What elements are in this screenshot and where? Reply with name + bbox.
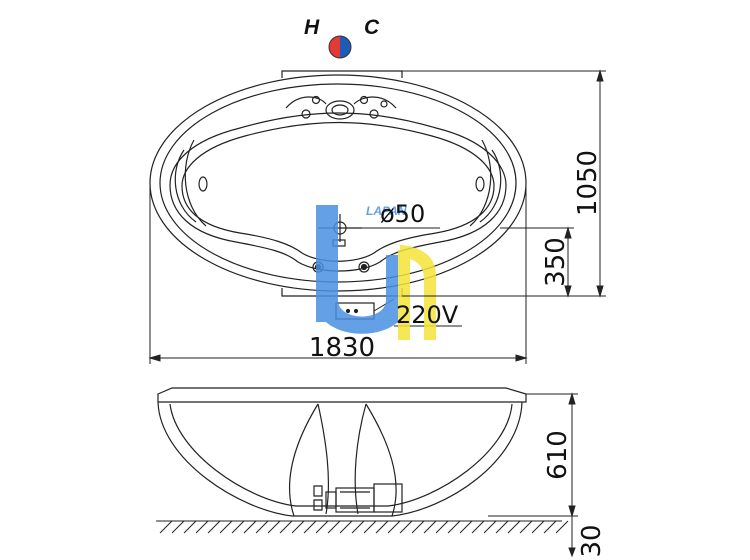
power-label: 220V bbox=[396, 301, 459, 329]
hatch-stroke bbox=[171, 520, 185, 534]
drain-offset-label: 350 bbox=[541, 237, 571, 287]
hatch-stroke bbox=[315, 520, 329, 534]
valve-outline bbox=[328, 35, 352, 59]
tub-inner-line bbox=[169, 403, 513, 507]
box-dot-2 bbox=[353, 308, 359, 314]
watermark-logo: LAPAN bbox=[316, 204, 436, 340]
hatch-stroke bbox=[279, 520, 293, 534]
hatch-stroke bbox=[255, 520, 269, 534]
side-dimensions bbox=[488, 392, 578, 558]
hot-label: H bbox=[304, 16, 320, 39]
hot-half-icon bbox=[329, 36, 340, 58]
jet-right bbox=[475, 176, 485, 192]
hatch-stroke bbox=[543, 520, 557, 534]
width-label: 1050 bbox=[573, 150, 603, 216]
cold-label: C bbox=[364, 16, 380, 39]
hatch-stroke bbox=[327, 520, 341, 534]
control-knob-2 bbox=[311, 95, 321, 105]
hatch-stroke bbox=[219, 520, 233, 534]
headrest-control bbox=[325, 100, 355, 120]
hatch-stroke bbox=[303, 520, 317, 534]
hatch-stroke bbox=[411, 520, 425, 534]
left-armrest-2 bbox=[184, 139, 207, 227]
hatch-stroke bbox=[291, 520, 305, 534]
cold-half-icon bbox=[340, 36, 351, 58]
control-knob-1 bbox=[301, 109, 311, 119]
hatch-stroke bbox=[459, 520, 473, 534]
hatch-stroke bbox=[399, 520, 413, 534]
control-knob-4 bbox=[369, 109, 379, 119]
hatch-stroke bbox=[231, 520, 245, 534]
hatch-stroke bbox=[531, 520, 545, 534]
hatch-stroke bbox=[507, 520, 521, 534]
watermark-text: LAPAN bbox=[366, 204, 407, 218]
support-leg-center-left bbox=[317, 403, 330, 515]
hatch-stroke bbox=[195, 520, 209, 534]
hatch-stroke bbox=[267, 520, 281, 534]
hatch-stroke bbox=[471, 520, 485, 534]
control-knob-5 bbox=[380, 100, 388, 108]
drain-diameter-label: ø50 bbox=[380, 200, 425, 228]
length-label: 1830 bbox=[309, 333, 375, 363]
hatch-stroke bbox=[159, 520, 173, 534]
hatch-stroke bbox=[339, 520, 353, 534]
tub-body bbox=[157, 401, 523, 517]
hatch-stroke bbox=[183, 520, 197, 534]
headrest-control-inner bbox=[331, 104, 349, 116]
right-armrest-2 bbox=[469, 139, 492, 227]
height-label: 610 bbox=[543, 430, 573, 480]
hatch-stroke bbox=[519, 520, 533, 534]
hatch-stroke bbox=[495, 520, 509, 534]
hatch-stroke bbox=[207, 520, 221, 534]
hatch-stroke bbox=[435, 520, 449, 534]
inner-basin-edge bbox=[181, 121, 495, 262]
hot-cold-valve: H C bbox=[304, 16, 380, 59]
hatch-stroke bbox=[363, 520, 377, 534]
tub-rim bbox=[157, 387, 527, 403]
ground-line bbox=[156, 520, 569, 534]
side-view bbox=[157, 387, 527, 517]
jet-left bbox=[198, 176, 208, 192]
hatch-stroke bbox=[387, 520, 401, 534]
left-armrest bbox=[174, 149, 197, 223]
box-dot-1 bbox=[345, 308, 351, 314]
pump-motor-icon bbox=[313, 483, 403, 513]
base-label: 30 bbox=[577, 524, 607, 557]
headrest-contour bbox=[285, 96, 397, 109]
support-leg-center-right bbox=[354, 403, 367, 515]
top-dimensions bbox=[148, 69, 606, 364]
hatch-stroke bbox=[351, 520, 365, 534]
hatch-stroke bbox=[483, 520, 497, 534]
hatch-stroke bbox=[375, 520, 389, 534]
hatch-stroke bbox=[243, 520, 257, 534]
hatch-stroke bbox=[423, 520, 437, 534]
hatch-stroke bbox=[555, 520, 569, 534]
hatch-stroke bbox=[447, 520, 461, 534]
drain-right-inner bbox=[360, 263, 368, 271]
top-deck bbox=[281, 70, 403, 78]
drain-right bbox=[358, 261, 370, 273]
right-armrest bbox=[479, 149, 502, 223]
support-leg-left bbox=[288, 403, 319, 517]
support-leg-right bbox=[365, 403, 397, 517]
